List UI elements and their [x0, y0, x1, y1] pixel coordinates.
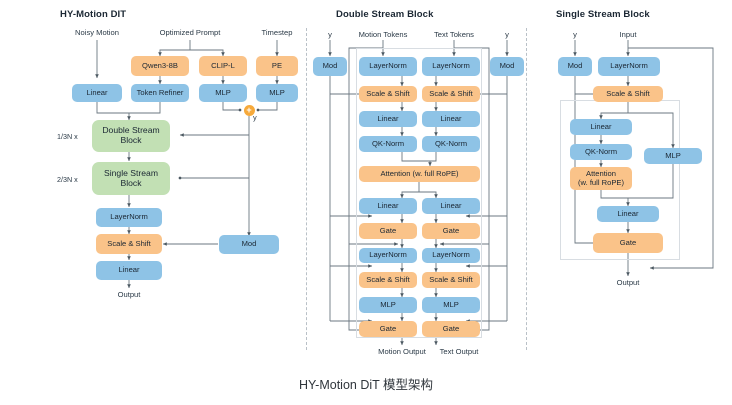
node-pe[interactable]: PE	[256, 56, 298, 76]
node-right-scale-shift[interactable]: Scale & Shift	[593, 86, 663, 102]
node-label-line1: Attention	[586, 169, 616, 178]
node-mlp-pe[interactable]: MLP	[256, 84, 298, 102]
node-text-linear-2[interactable]: Linear	[422, 198, 480, 214]
sum-junction-icon: +	[243, 104, 255, 116]
node-linear-motion[interactable]: Linear	[72, 84, 122, 102]
node-scale-shift-out[interactable]: Scale & Shift	[96, 234, 162, 254]
input-label-noisy-motion: Noisy Motion	[75, 28, 119, 37]
y-signal-label-left: y	[253, 113, 257, 122]
input-label-optimized-prompt: Optimized Prompt	[159, 28, 221, 37]
output-label-left: Output	[117, 290, 141, 299]
node-motion-scale-shift-2[interactable]: Scale & Shift	[359, 272, 417, 288]
node-motion-layernorm[interactable]: LayerNorm	[359, 57, 417, 76]
panel-title-right: Single Stream Block	[556, 9, 650, 20]
output-label-motion: Motion Output	[378, 347, 426, 356]
repeat-label-double: 1/3N x	[57, 132, 78, 141]
node-mod-right[interactable]: Mod	[558, 57, 592, 76]
node-text-gate-2[interactable]: Gate	[422, 321, 480, 337]
node-text-scale-shift[interactable]: Scale & Shift	[422, 86, 480, 102]
node-mod-left[interactable]: Mod	[219, 235, 279, 254]
node-motion-layernorm-2[interactable]: LayerNorm	[359, 248, 417, 263]
node-text-gate-1[interactable]: Gate	[422, 223, 480, 239]
node-label-line2: (w. full RoPE)	[578, 177, 624, 187]
node-label-line1: Single Stream	[104, 167, 158, 178]
node-motion-gate-1[interactable]: Gate	[359, 223, 417, 239]
figure-caption: HY-Motion DiT 模型架构	[298, 378, 434, 392]
node-attention-full-rope[interactable]: Attention (w. full RoPE)	[359, 166, 480, 182]
double-stream-group-frame	[356, 48, 482, 338]
input-label-y-right: y	[573, 30, 577, 39]
node-right-gate[interactable]: Gate	[593, 233, 663, 253]
node-mlp-clip[interactable]: MLP	[199, 84, 247, 102]
input-label-input: Input	[619, 30, 637, 39]
node-text-layernorm-2[interactable]: LayerNorm	[422, 248, 480, 263]
node-right-qk-norm[interactable]: QK-Norm	[570, 144, 632, 160]
node-motion-linear-2[interactable]: Linear	[359, 198, 417, 214]
node-motion-linear[interactable]: Linear	[359, 111, 417, 127]
node-text-layernorm[interactable]: LayerNorm	[422, 57, 480, 76]
input-label-y-middle-left: y	[328, 30, 332, 39]
node-motion-scale-shift[interactable]: Scale & Shift	[359, 86, 417, 102]
node-motion-qk-norm[interactable]: QK-Norm	[359, 136, 417, 152]
node-label-line2: Block	[120, 135, 142, 145]
node-text-linear[interactable]: Linear	[422, 111, 480, 127]
node-text-qk-norm[interactable]: QK-Norm	[422, 136, 480, 152]
panel-divider-2	[526, 28, 527, 350]
node-right-attention-full-rope[interactable]: Attention (w. full RoPE)	[570, 167, 632, 190]
input-label-timestep: Timestep	[261, 28, 293, 37]
node-single-stream-block[interactable]: Single Stream Block	[92, 162, 170, 195]
panel-divider-1	[306, 28, 307, 350]
node-linear-out[interactable]: Linear	[96, 261, 162, 280]
output-label-text: Text Output	[439, 347, 479, 356]
panel-title-left: HY-Motion DIT	[60, 9, 127, 20]
node-right-linear[interactable]: Linear	[570, 119, 632, 135]
node-right-linear-out[interactable]: Linear	[597, 206, 659, 222]
node-token-refiner[interactable]: Token Refiner	[131, 84, 189, 102]
node-label-line1: Double Stream	[102, 125, 160, 136]
node-right-mlp[interactable]: MLP	[644, 148, 702, 164]
output-label-right: Output	[616, 278, 640, 287]
node-label-line2: Block	[120, 177, 142, 188]
node-motion-mlp[interactable]: MLP	[359, 297, 417, 313]
input-label-text-tokens: Text Tokens	[434, 30, 474, 39]
node-text-scale-shift-2[interactable]: Scale & Shift	[422, 272, 480, 288]
input-label-y-middle-right: y	[505, 30, 509, 39]
node-motion-gate-2[interactable]: Gate	[359, 321, 417, 337]
node-text-mlp[interactable]: MLP	[422, 297, 480, 313]
panel-title-middle: Double Stream Block	[336, 9, 434, 20]
node-layernorm-out[interactable]: LayerNorm	[96, 208, 162, 227]
node-right-layernorm[interactable]: LayerNorm	[598, 57, 660, 76]
node-mod-middle-left[interactable]: Mod	[313, 57, 347, 76]
node-mod-middle-right[interactable]: Mod	[490, 57, 524, 76]
input-label-motion-tokens: Motion Tokens	[358, 30, 408, 39]
node-clip-l[interactable]: CLIP-L	[199, 56, 247, 76]
repeat-label-single: 2/3N x	[57, 175, 78, 184]
node-double-stream-block[interactable]: Double Stream Block	[92, 120, 170, 152]
node-qwen3-8b[interactable]: Qwen3-8B	[131, 56, 189, 76]
